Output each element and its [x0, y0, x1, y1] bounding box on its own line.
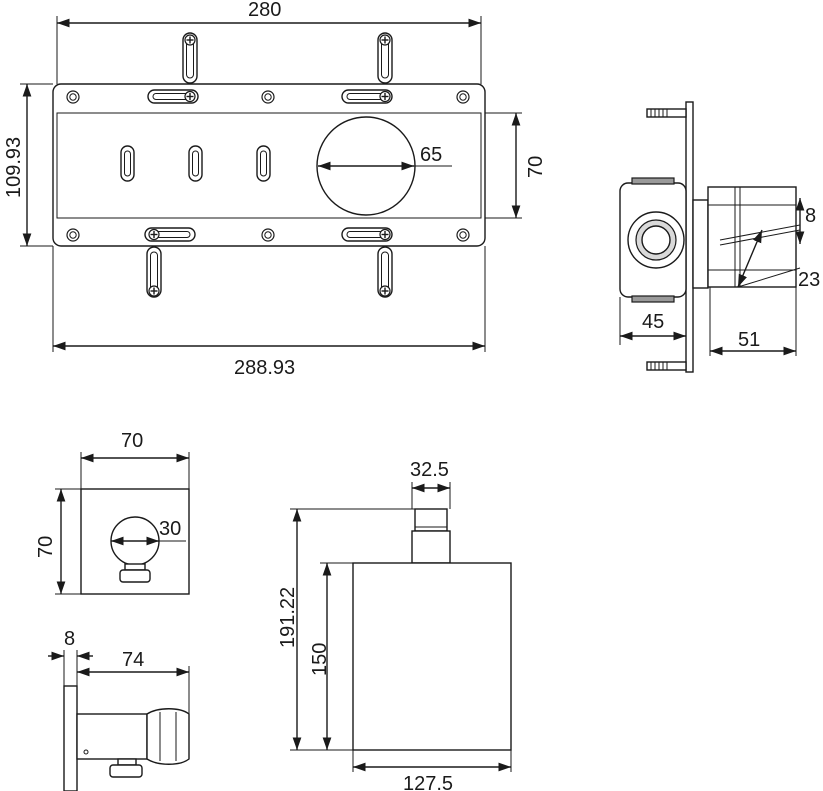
- dim-side-depth: 45: [642, 311, 664, 333]
- plate-hole: [456, 228, 470, 242]
- plate-slot-bottom-left: [144, 227, 196, 242]
- outlet-side-plate: [63, 685, 78, 791]
- shower-head-view: 32.5 191.22 150 127.5: [277, 459, 512, 791]
- dim-outlet-diameter: 30: [159, 518, 181, 540]
- bracket-top-right: [377, 32, 393, 84]
- dim-shower-head-width: 127.5: [403, 773, 453, 791]
- dim-side-small: 8: [805, 205, 816, 227]
- dim-plate-overall-width: 288.93: [234, 357, 295, 379]
- dim-shower-total-height: 191.22: [277, 587, 299, 648]
- dim-shower-connector: 32.5: [410, 459, 449, 481]
- dim-side-angle: 23: [798, 269, 820, 291]
- dim-outlet-width: 70: [121, 430, 143, 452]
- side-screw-bottom: [646, 361, 687, 371]
- valve-side-view: 8 23 45 51: [619, 101, 820, 373]
- plate-slot-bottom-right: [341, 227, 393, 242]
- dim-outlet-length: 74: [122, 649, 144, 671]
- plate-control-slot: [120, 145, 135, 182]
- plate-hole: [261, 228, 275, 242]
- plate-slot-top-right: [341, 89, 393, 104]
- shower-head-body: [352, 562, 512, 751]
- plate-control-slot: [256, 145, 271, 182]
- dim-outlet-height: 70: [35, 536, 57, 558]
- side-screw-top: [646, 108, 687, 118]
- bracket-bottom-left: [146, 246, 162, 298]
- bracket-bottom-right: [377, 246, 393, 298]
- side-plate: [685, 101, 694, 373]
- outlet-front-view: 30 70 70: [35, 430, 190, 595]
- plate-hole: [66, 90, 80, 104]
- dim-plate-width: 280: [248, 0, 281, 21]
- outlet-side-body: [146, 708, 190, 765]
- dim-hole-diameter: 65: [420, 144, 442, 166]
- bracket-top-left: [182, 32, 198, 84]
- plate-control-slot: [188, 145, 203, 182]
- outlet-side-view: 8 74: [48, 628, 190, 791]
- plate-inner: [56, 112, 482, 219]
- mounting-plate-view: 65 280 288.93 109.93 70: [3, 0, 547, 379]
- plate-hole: [261, 90, 275, 104]
- shower-connector: [414, 508, 448, 532]
- dim-inner-height: 70: [525, 156, 547, 178]
- dim-shower-head-height: 150: [309, 643, 331, 676]
- dim-side-spout: 51: [738, 329, 760, 351]
- dim-plate-height: 109.93: [3, 137, 25, 198]
- plate-slot-top-left: [147, 89, 199, 104]
- plate-hole: [456, 90, 470, 104]
- valve-handle: [707, 186, 797, 288]
- dim-outlet-plate-thickness: 8: [64, 628, 75, 650]
- plate-hole: [66, 228, 80, 242]
